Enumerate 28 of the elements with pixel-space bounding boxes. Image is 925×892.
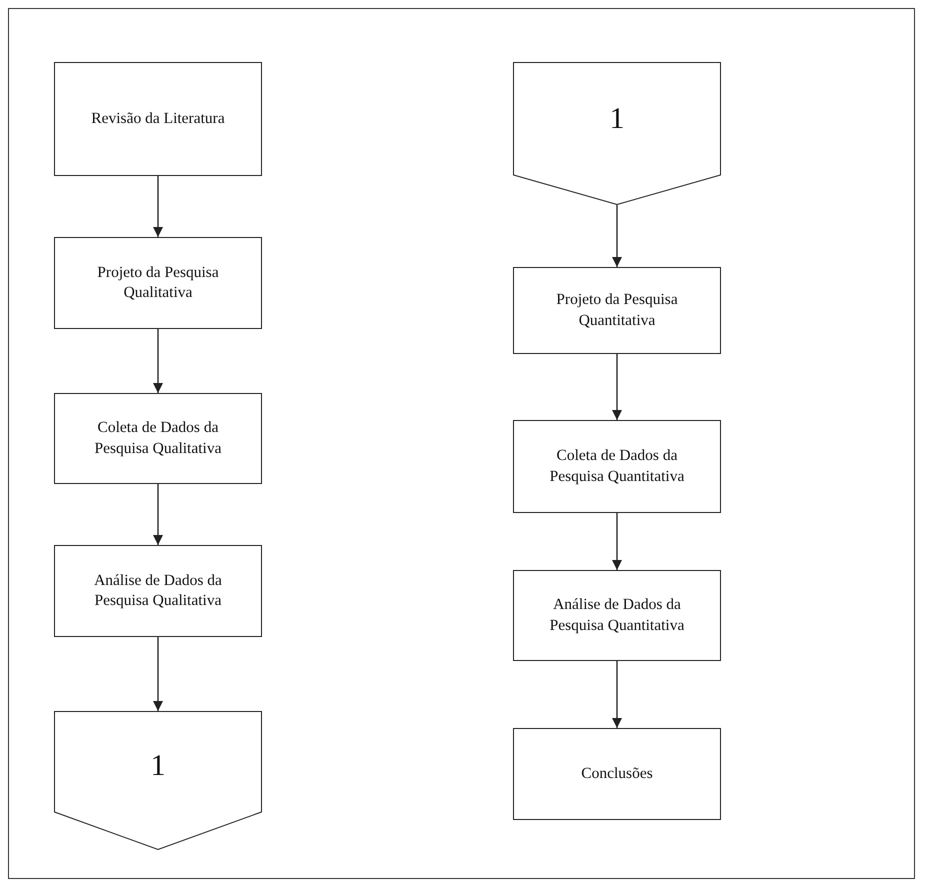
process-box [513,570,721,661]
box-text: Projeto da Pesquisa Quantitativa [555,290,679,330]
arrow [612,354,622,420]
process-box [54,393,262,484]
arrow [612,205,622,267]
box-text: Projeto da Pesquisa Qualitativa [96,262,220,303]
off-page-connector [513,62,721,205]
arrow [153,176,163,237]
arrow [153,329,163,393]
process-box [54,62,262,176]
box-text: Análise de Dados da Pesquisa Quantitativa [548,595,686,636]
connector-number: 1 [610,101,624,137]
process-box [513,420,721,513]
process-box [513,267,721,354]
process-box [54,237,262,329]
connector-number: 1 [150,748,166,784]
box-text: Coleta de Dados da Pesquisa Qualitativa [94,418,222,458]
box-text: Revisão da Literatura [91,108,225,129]
process-box [513,728,721,820]
box-text: Coleta de Dados da Pesquisa Quantitativa [548,446,686,486]
box-text: Conclusões [581,764,653,784]
arrow [153,484,163,545]
arrow [153,637,163,711]
arrow [612,661,622,728]
box-text: Análise de Dados da Pesquisa Qualitativa [93,570,223,611]
arrow [612,513,622,570]
off-page-connector [54,711,262,850]
process-box [54,545,262,637]
